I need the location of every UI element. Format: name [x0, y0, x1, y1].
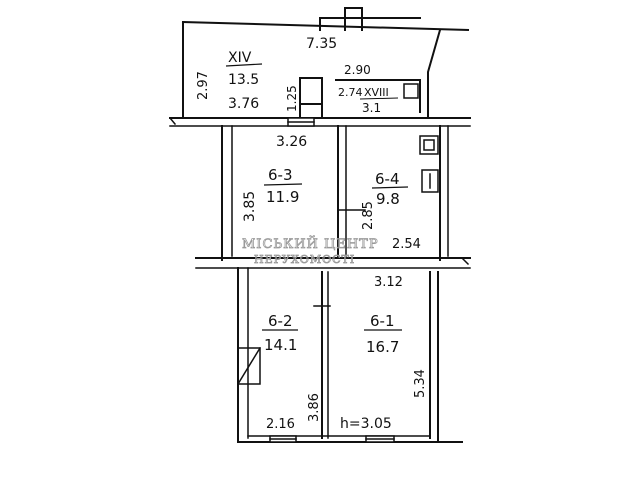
annex-outline: [181, 7, 471, 119]
room-6-4-area: 9.8: [376, 190, 400, 208]
fixtures: [168, 116, 470, 443]
dim-room61-width: 3.12: [374, 275, 403, 290]
watermark-line-2: НЕРУХОМОСТІ: [254, 253, 355, 266]
dim-xiv-width: 3.76: [228, 96, 259, 112]
dim-stair-height: 2.74: [338, 86, 363, 99]
room-labels: XIV 13.5 XVIII 3.1 6-3 11.9 6-4 9.8 6-2 …: [225, 50, 409, 356]
watermark-line-1: МІСЬКИЙ ЦЕНТР: [242, 235, 379, 252]
dimension-labels: 7.35 2.97 3.76 2.90 2.74 1.25 3.26 3.85 …: [196, 36, 428, 432]
room-xviii-id: XVIII: [364, 86, 389, 99]
outer-walls: [169, 117, 471, 443]
room-6-1-area: 16.7: [366, 338, 399, 356]
room-6-3-area: 11.9: [266, 188, 299, 206]
dim-stair-width: 2.90: [344, 63, 371, 77]
dim-room63-height: 3.85: [242, 191, 258, 222]
room-xviii-area: 3.1: [362, 101, 381, 115]
dim-ceiling-height: h=3.05: [340, 416, 392, 432]
room-xiv-area: 13.5: [228, 72, 259, 88]
room-6-4-id: 6-4: [375, 170, 400, 188]
room-xiv-id: XIV: [228, 50, 252, 66]
room-6-2-id: 6-2: [268, 312, 293, 330]
dim-room62-height: 3.86: [307, 393, 322, 422]
dim-room63-width: 3.26: [276, 134, 307, 150]
dim-room64-height: 2.85: [361, 201, 376, 230]
room-6-1-id: 6-1: [370, 312, 395, 330]
room-6-2-area: 14.1: [264, 336, 297, 354]
dim-room64-width: 2.54: [392, 237, 421, 252]
dim-top-width: 7.35: [306, 36, 337, 52]
watermark: МІСЬКИЙ ЦЕНТР НЕРУХОМОСТІ: [242, 235, 379, 267]
dim-step: 1.25: [285, 85, 299, 112]
dim-room61-height: 5.34: [413, 369, 428, 398]
dim-room62-width: 2.16: [266, 417, 295, 432]
dim-top-left-height: 2.97: [196, 71, 211, 100]
room-6-3-id: 6-3: [268, 166, 293, 184]
